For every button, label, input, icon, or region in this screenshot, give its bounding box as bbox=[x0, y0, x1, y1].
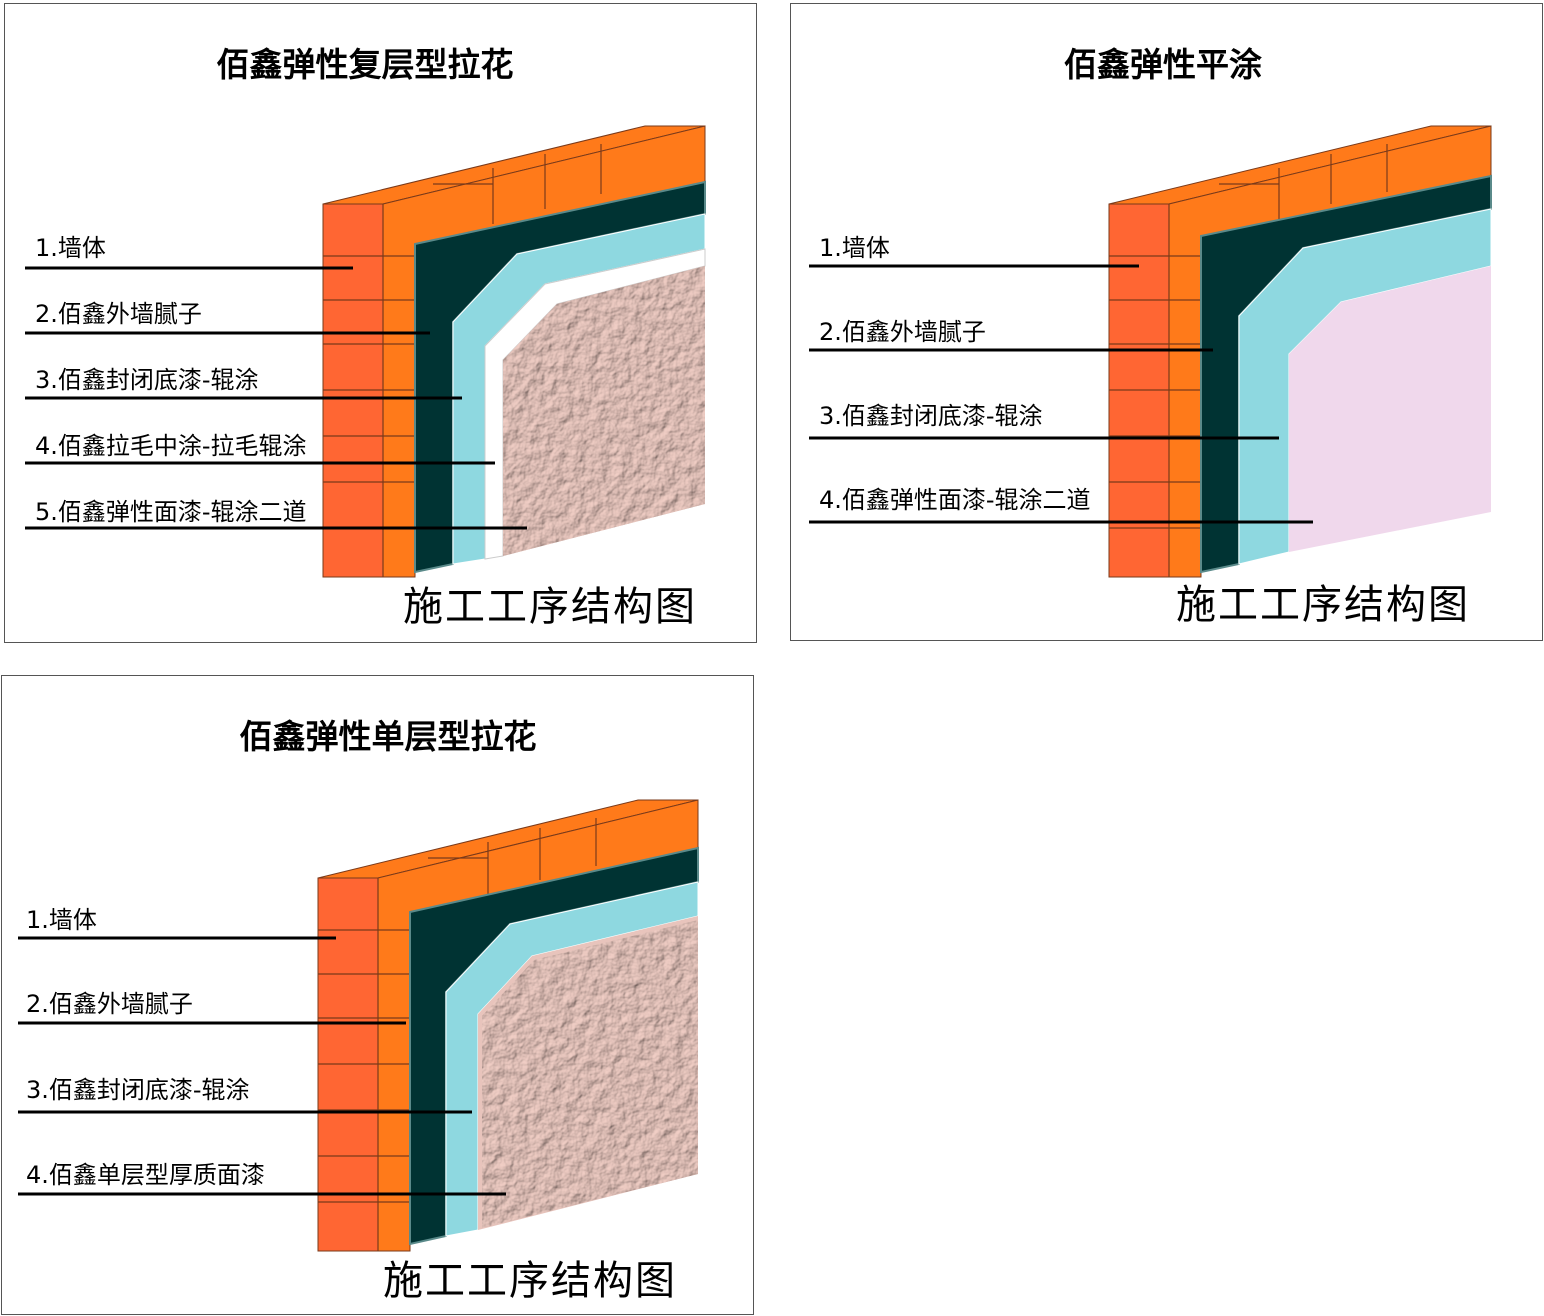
layer-label: 3.佰鑫封闭底漆-辊涂 bbox=[26, 1076, 250, 1104]
layer-label: 2.佰鑫外墙腻子 bbox=[35, 300, 202, 328]
panel-title: 佰鑫弹性复层型拉花 bbox=[217, 45, 514, 84]
wall-section-illustration bbox=[1108, 125, 1492, 578]
layer-label: 5.佰鑫弹性面漆-辊涂二道 bbox=[35, 498, 307, 526]
wall-section-illustration bbox=[322, 125, 706, 578]
layer-label: 1.墙体 bbox=[819, 234, 890, 262]
diagram-panel-multilayer-texture: 佰鑫弹性复层型拉花 bbox=[4, 3, 757, 643]
layer-label: 2.佰鑫外墙腻子 bbox=[26, 990, 193, 1018]
layer-labels: 1.墙体 2.佰鑫外墙腻子 3.佰鑫封闭底漆-辊涂 4.佰鑫弹性面漆-辊涂二道 bbox=[809, 234, 1313, 524]
panel-title: 佰鑫弹性平涂 bbox=[1064, 45, 1262, 84]
panel-3-svg: 佰鑫弹性单层型拉花 bbox=[18, 717, 699, 1304]
wall-section-illustration bbox=[317, 799, 699, 1252]
diagram-panel-flat-coat: 佰鑫弹性平涂 1.墙体 bbox=[790, 3, 1543, 641]
layer-label: 3.佰鑫封闭底漆-辊涂 bbox=[35, 366, 259, 394]
panel-1-svg: 佰鑫弹性复层型拉花 bbox=[25, 45, 706, 630]
mortar-lines bbox=[318, 818, 597, 1251]
layer-label: 4.佰鑫单层型厚质面漆 bbox=[26, 1161, 265, 1189]
layer-label: 1.墙体 bbox=[35, 234, 106, 262]
texture-pattern bbox=[482, 920, 698, 1228]
diagram-caption: 施工工序结构图 bbox=[383, 1258, 677, 1304]
flat-finish-layer bbox=[1289, 266, 1491, 552]
layer-label: 1.墙体 bbox=[26, 906, 97, 934]
texture-pattern bbox=[503, 266, 705, 556]
layer-labels: 1.墙体 2.佰鑫外墙腻子 3.佰鑫封闭底漆-辊涂 4.佰鑫单层型厚质面漆 bbox=[18, 906, 506, 1196]
layer-label: 2.佰鑫外墙腻子 bbox=[819, 318, 986, 346]
panel-title: 佰鑫弹性单层型拉花 bbox=[240, 717, 537, 756]
layer-label: 4.佰鑫弹性面漆-辊涂二道 bbox=[819, 486, 1091, 514]
mortar-lines bbox=[1109, 144, 1388, 577]
layer-label: 4.佰鑫拉毛中涂-拉毛辊涂 bbox=[35, 432, 307, 460]
diagram-panel-single-layer-texture: 佰鑫弹性单层型拉花 bbox=[1, 675, 754, 1315]
diagram-caption: 施工工序结构图 bbox=[403, 584, 697, 630]
layer-labels: 1.墙体 2.佰鑫外墙腻子 3.佰鑫封闭底漆-辊涂 4.佰鑫拉毛中涂-拉毛辊涂 … bbox=[25, 234, 527, 530]
layer-label: 3.佰鑫封闭底漆-辊涂 bbox=[819, 402, 1043, 430]
diagram-caption: 施工工序结构图 bbox=[1176, 582, 1470, 628]
panel-2-svg: 佰鑫弹性平涂 1.墙体 bbox=[809, 45, 1492, 628]
